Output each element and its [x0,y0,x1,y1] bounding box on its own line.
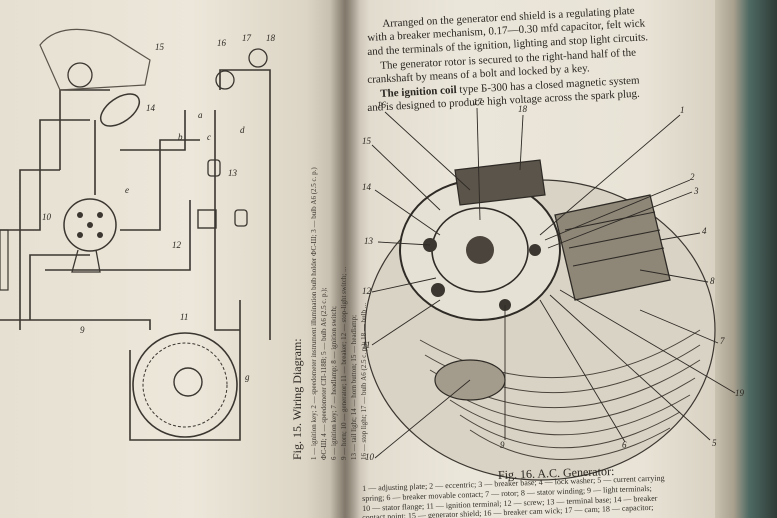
callout-1: 1 [680,105,685,115]
callout-2: 2 [690,172,695,182]
wiring-diagram-caption: Fig. 15. Wiring Diagram: 1 — ignition ke… [228,160,468,460]
callout-18: 18 [518,104,527,114]
callout-7: 7 [720,336,725,346]
diagram-label-18: 18 [266,33,275,43]
ignition-switch-contacts [77,212,103,238]
callout-15: 15 [362,136,371,146]
battery-icon [0,229,9,291]
wiring-lines [0,69,271,441]
stop-switch-icon [197,209,217,229]
book-gutter [330,0,360,518]
diagram-label-d: d [240,125,245,135]
callout-14: 14 [362,182,371,192]
generator-illustration [364,159,716,481]
diagram-label-13: 13 [228,168,237,178]
stator-winding-icon [554,194,671,301]
callout-8: 8 [710,276,715,286]
connector-icon [234,209,248,227]
headlamp-icon [39,28,151,91]
diagram-label-g: g [245,372,250,382]
diagram-label-11: 11 [180,312,189,322]
diagram-label-a: a [198,110,203,120]
callout-10: 10 [365,452,374,462]
caption-line-2: ФС-Ш; 4 — speedometer СП-118В; 5 — bulb … [320,287,328,460]
callout-3: 3 [694,186,699,196]
diagram-label-e: e [125,185,129,195]
callout-12: 12 [362,286,371,296]
diagram-label-17: 17 [242,33,251,43]
connector-icon-2 [207,159,221,177]
callout-13: 13 [364,236,373,246]
caption-line-5: 13 — tail light; 14 — horn button; 15 — … [350,314,358,460]
capacitor-icon [454,159,546,206]
figure-15-title: Fig. 15. Wiring Diagram: [290,338,304,460]
bulb-icon [67,62,93,88]
diagram-label-9: 9 [80,325,85,335]
callout-16: 16 [377,100,386,110]
generator-icon [132,332,238,438]
diagram-label-10: 10 [42,212,51,222]
caption-line-3: 6 — ignition key; 7 — headlamp; 8 — igni… [330,306,338,460]
diagram-label-c: c [207,132,211,142]
callout-5: 5 [712,438,717,448]
generator-winding [142,342,228,428]
callout-9: 9 [500,440,505,450]
book-page-edges [715,0,777,518]
caption-line-6: 16 — stop light; 17 — bulb А6 (2.5 c. p.… [360,302,368,460]
stop-bulb-icon [215,70,235,90]
diagram-label-15: 15 [155,42,164,52]
callout-17: 17 [473,97,482,107]
rotor-icon [173,367,203,397]
callout-4: 4 [702,226,707,236]
diagram-label-14: 14 [146,103,155,113]
diagram-label-16: 16 [217,38,226,48]
horn-icon [99,93,141,127]
callout-lines [371,107,736,459]
diagram-label-b: b [178,132,183,142]
caption-line-4: 9 — horn; 10 — generator; 11 — breaker; … [340,266,348,460]
callout-19: 19 [735,388,744,398]
tail-bulb-icon [248,48,268,68]
callout-11: 11 [362,340,371,350]
callout-6: 6 [622,440,627,450]
diagram-label-12: 12 [172,240,181,250]
caption-line-1: 1 — ignition key; 2 — speedometer instru… [310,167,318,460]
ignition-switch-icon [63,198,117,252]
ignition-key-icon [71,249,101,273]
